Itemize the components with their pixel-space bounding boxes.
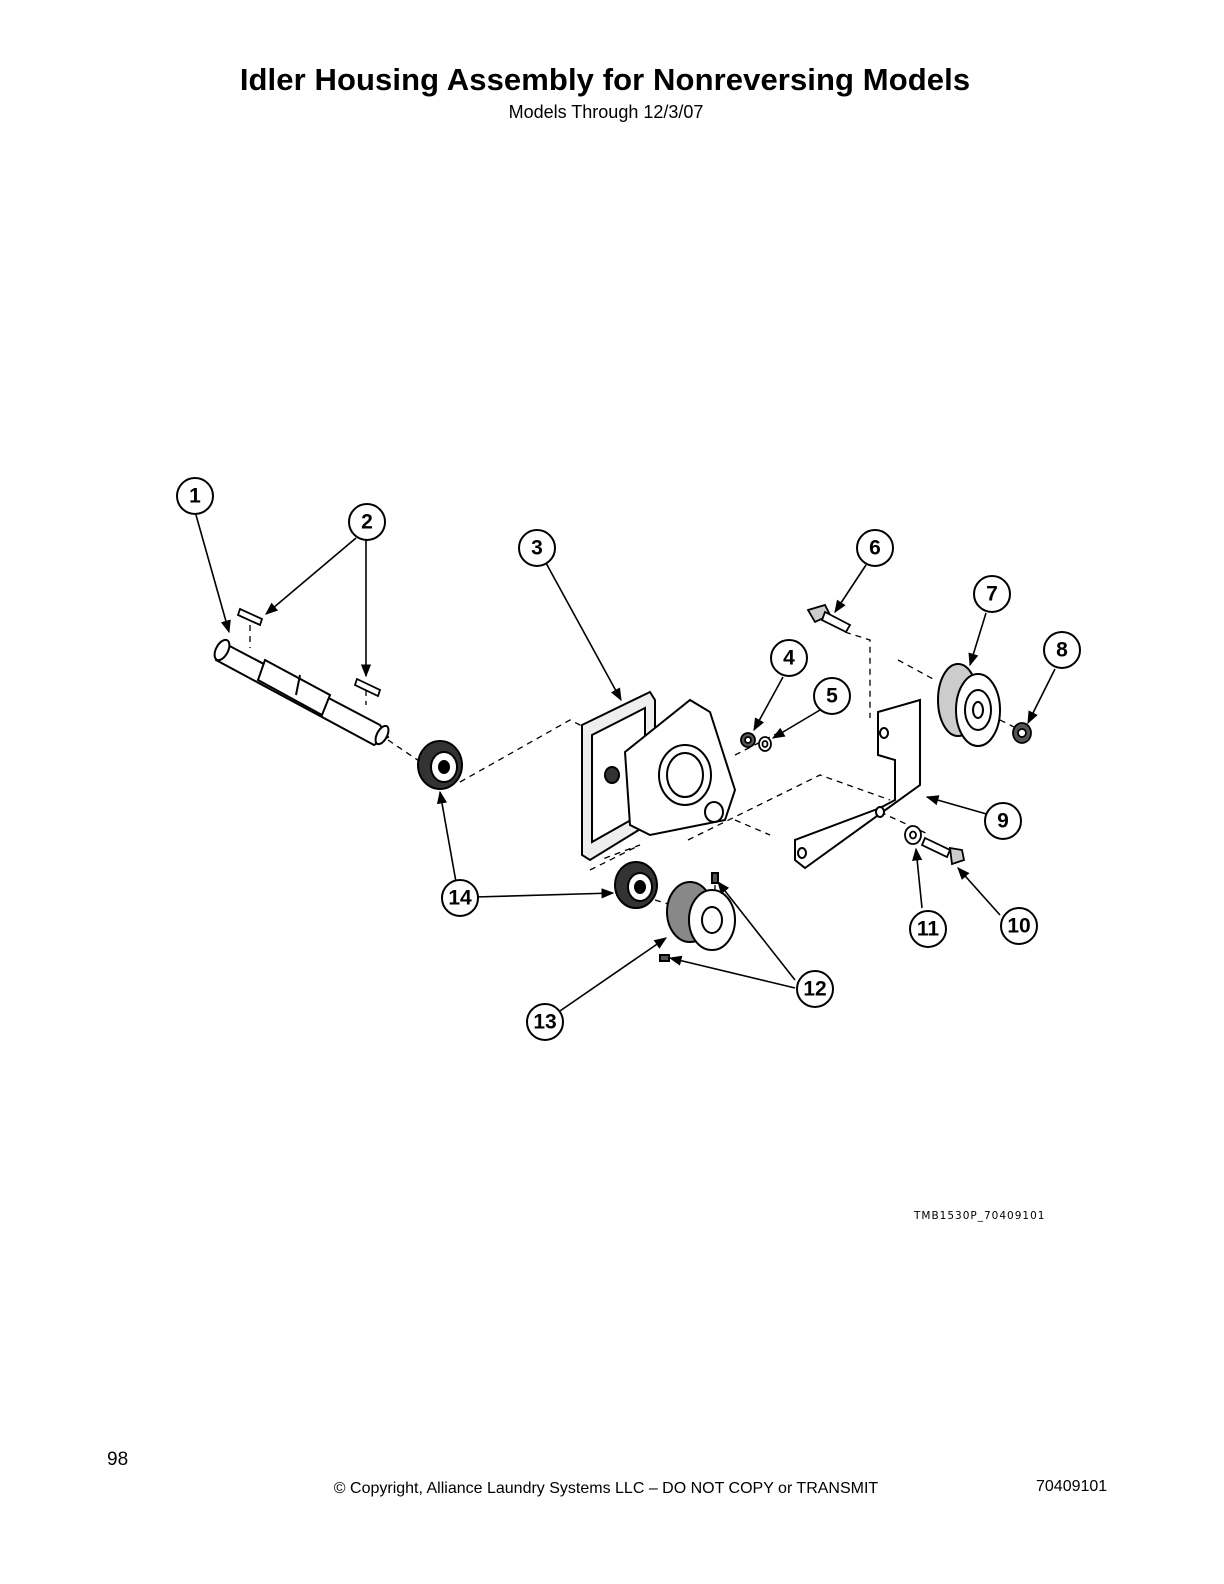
callout-3: 3 <box>531 537 543 560</box>
callout-8-circle <box>1043 631 1081 669</box>
callout-10: 10 <box>1007 915 1030 938</box>
idler-housing-part <box>581 690 737 862</box>
pulley-nut-part <box>1012 722 1032 744</box>
shaft-keys <box>236 607 382 698</box>
callout-11-circle <box>909 910 947 948</box>
callout-11: 11 <box>917 918 940 941</box>
shaft-part <box>213 638 390 747</box>
page-subtitle: Models Through 12/3/07 <box>508 102 704 122</box>
callout-4-circle <box>770 639 808 677</box>
callout-14-circle <box>441 879 479 917</box>
callout-9: 9 <box>997 810 1009 833</box>
callout-9-circle <box>984 802 1022 840</box>
callout-10-circle <box>1000 907 1038 945</box>
callout-6-circle <box>856 529 894 567</box>
callout-7-circle <box>973 575 1011 613</box>
callout-2-circle <box>348 503 386 541</box>
nut-washer-parts <box>740 732 772 752</box>
callout-2: 2 <box>361 511 373 534</box>
idler-pulley-part <box>937 663 1001 747</box>
callout-8: 8 <box>1056 639 1068 662</box>
copyright-notice: © Copyright, Alliance Laundry Systems LL… <box>333 1480 879 1497</box>
leader-lines <box>195 514 1056 1014</box>
callout-13: 13 <box>533 1011 556 1034</box>
callout-14: 14 <box>448 887 472 910</box>
callout-12: 12 <box>803 978 826 1001</box>
idler-bracket-part <box>794 698 921 870</box>
bolt-part <box>806 603 852 634</box>
page-number: 98 <box>107 1449 129 1470</box>
callout-4: 4 <box>783 647 795 670</box>
drawing-id: TMB1530P_70409101 <box>914 1210 1046 1222</box>
page-title: Idler Housing Assembly for Nonreversing … <box>239 62 971 97</box>
document-number: 70409101 <box>1036 1478 1108 1495</box>
bearing-parts <box>417 740 658 909</box>
callout-circles <box>176 477 1081 1041</box>
callout-1-circle <box>176 477 214 515</box>
callout-5-circle <box>813 677 851 715</box>
callout-1: 1 <box>189 485 201 508</box>
bracket-bolt-washer-parts <box>904 825 966 866</box>
callout-6: 6 <box>869 537 881 560</box>
callout-7: 7 <box>986 583 998 606</box>
callout-3-circle <box>518 529 556 567</box>
drive-pulley-part <box>659 872 736 962</box>
callout-13-circle <box>526 1003 564 1041</box>
callout-5: 5 <box>826 685 838 708</box>
callout-12-circle <box>796 970 834 1008</box>
